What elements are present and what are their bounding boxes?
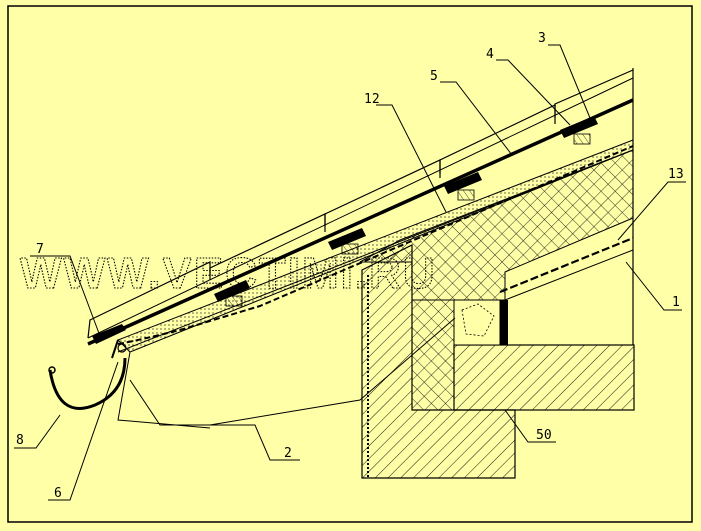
underlay-membrane xyxy=(117,145,634,345)
soffit-line xyxy=(117,351,211,429)
drawing-frame xyxy=(7,5,693,523)
label-12: 12 xyxy=(364,92,380,107)
vapour-barrier xyxy=(499,236,634,294)
gutter-bracket xyxy=(111,339,119,359)
label-5: 5 xyxy=(430,69,438,84)
drip-edge xyxy=(117,343,127,353)
tile-courses xyxy=(87,69,634,339)
label-8: 8 xyxy=(16,433,24,448)
roof-sheet xyxy=(87,98,634,346)
leader-lines xyxy=(14,44,686,501)
wall-plate-beam xyxy=(453,344,635,411)
timber-block xyxy=(453,299,501,346)
label-6: 6 xyxy=(54,486,62,501)
timber-grain xyxy=(461,303,495,337)
label-13: 13 xyxy=(668,167,684,182)
roof-outer-line xyxy=(87,77,634,339)
gutter xyxy=(48,357,127,410)
label-4: 4 xyxy=(486,47,494,62)
label-3: 3 xyxy=(538,31,546,46)
gutter-bead xyxy=(48,366,56,374)
wall-membrane xyxy=(500,300,508,345)
label-1: 1 xyxy=(672,295,680,310)
batten-clips xyxy=(92,116,598,344)
label-2: 2 xyxy=(284,446,292,461)
label-50: 50 xyxy=(536,428,552,443)
wall-insulation xyxy=(411,299,455,411)
label-7: 7 xyxy=(36,242,44,257)
watermark-text: WWW.VECTIMI.RU xyxy=(20,249,437,298)
